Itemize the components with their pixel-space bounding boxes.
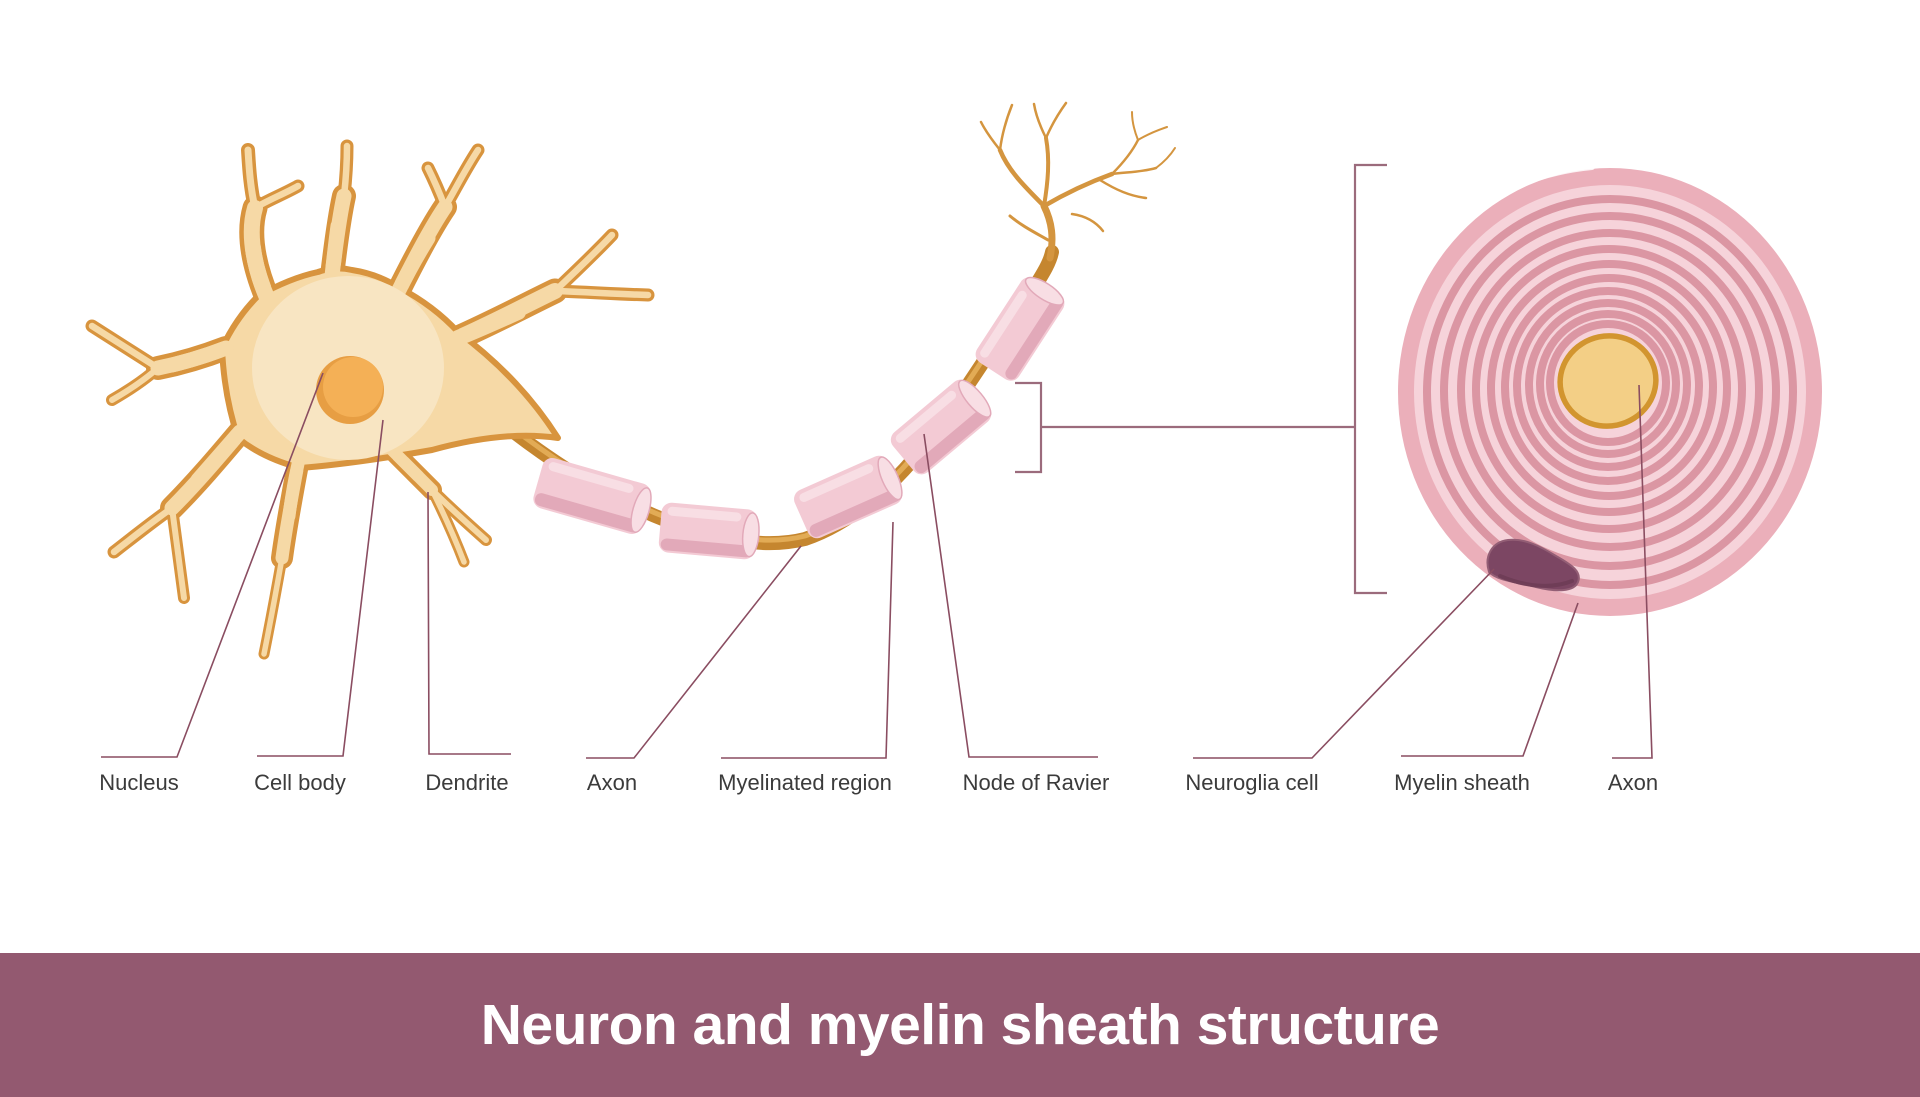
myelin-cross-section bbox=[1398, 164, 1822, 616]
leader-myelinated-region bbox=[721, 521, 894, 759]
cross-section-rings bbox=[1423, 195, 1797, 589]
title-bar: Neuron and myelin sheath structure bbox=[0, 953, 1920, 1097]
label-cell-body: Cell body bbox=[254, 770, 346, 795]
label-axon: Axon bbox=[586, 770, 638, 795]
sheath-highlight bbox=[1492, 164, 1595, 199]
leader-nucleus bbox=[101, 372, 324, 758]
leader-axon bbox=[586, 545, 802, 759]
neuroglia-nucleus bbox=[1486, 538, 1580, 592]
neuron-cell-body bbox=[164, 218, 561, 523]
axon-cross-section-shape bbox=[1557, 333, 1659, 429]
leader-node-of-ravier bbox=[923, 433, 1098, 758]
label-neuroglia-cell: Neuroglia cell bbox=[1185, 770, 1319, 795]
leader-axon-cross-section bbox=[1612, 384, 1653, 759]
label-node-of-ravier: Node of Ravier bbox=[962, 770, 1110, 795]
leader-myelin-sheath bbox=[1401, 602, 1579, 757]
myelin-segment bbox=[794, 455, 903, 539]
node-bracket bbox=[1015, 381, 1355, 474]
axon-terminals bbox=[979, 101, 1176, 262]
myelin-segment bbox=[975, 276, 1065, 381]
myelin-segment bbox=[890, 379, 992, 475]
leader-neuroglia-cell bbox=[1193, 568, 1495, 759]
myelin-segment bbox=[658, 502, 760, 560]
diagram-title: Neuron and myelin sheath structure bbox=[480, 993, 1440, 1057]
cross-section-bracket bbox=[1353, 163, 1387, 595]
leader-dendrite bbox=[427, 491, 511, 755]
myelin-segment bbox=[533, 457, 652, 535]
label-nucleus: Nucleus bbox=[99, 770, 179, 795]
nucleus bbox=[316, 356, 384, 424]
label-dendrite: Dendrite bbox=[425, 770, 509, 795]
leader-cell-body bbox=[257, 419, 384, 757]
label-myelin-sheath: Myelin sheath bbox=[1394, 770, 1530, 795]
leader-lines bbox=[101, 372, 1653, 759]
myelin-segments bbox=[533, 276, 1065, 560]
label-axon-cross-section: Axon bbox=[1607, 770, 1659, 795]
label-myelinated-region: Myelinated region bbox=[718, 770, 892, 795]
